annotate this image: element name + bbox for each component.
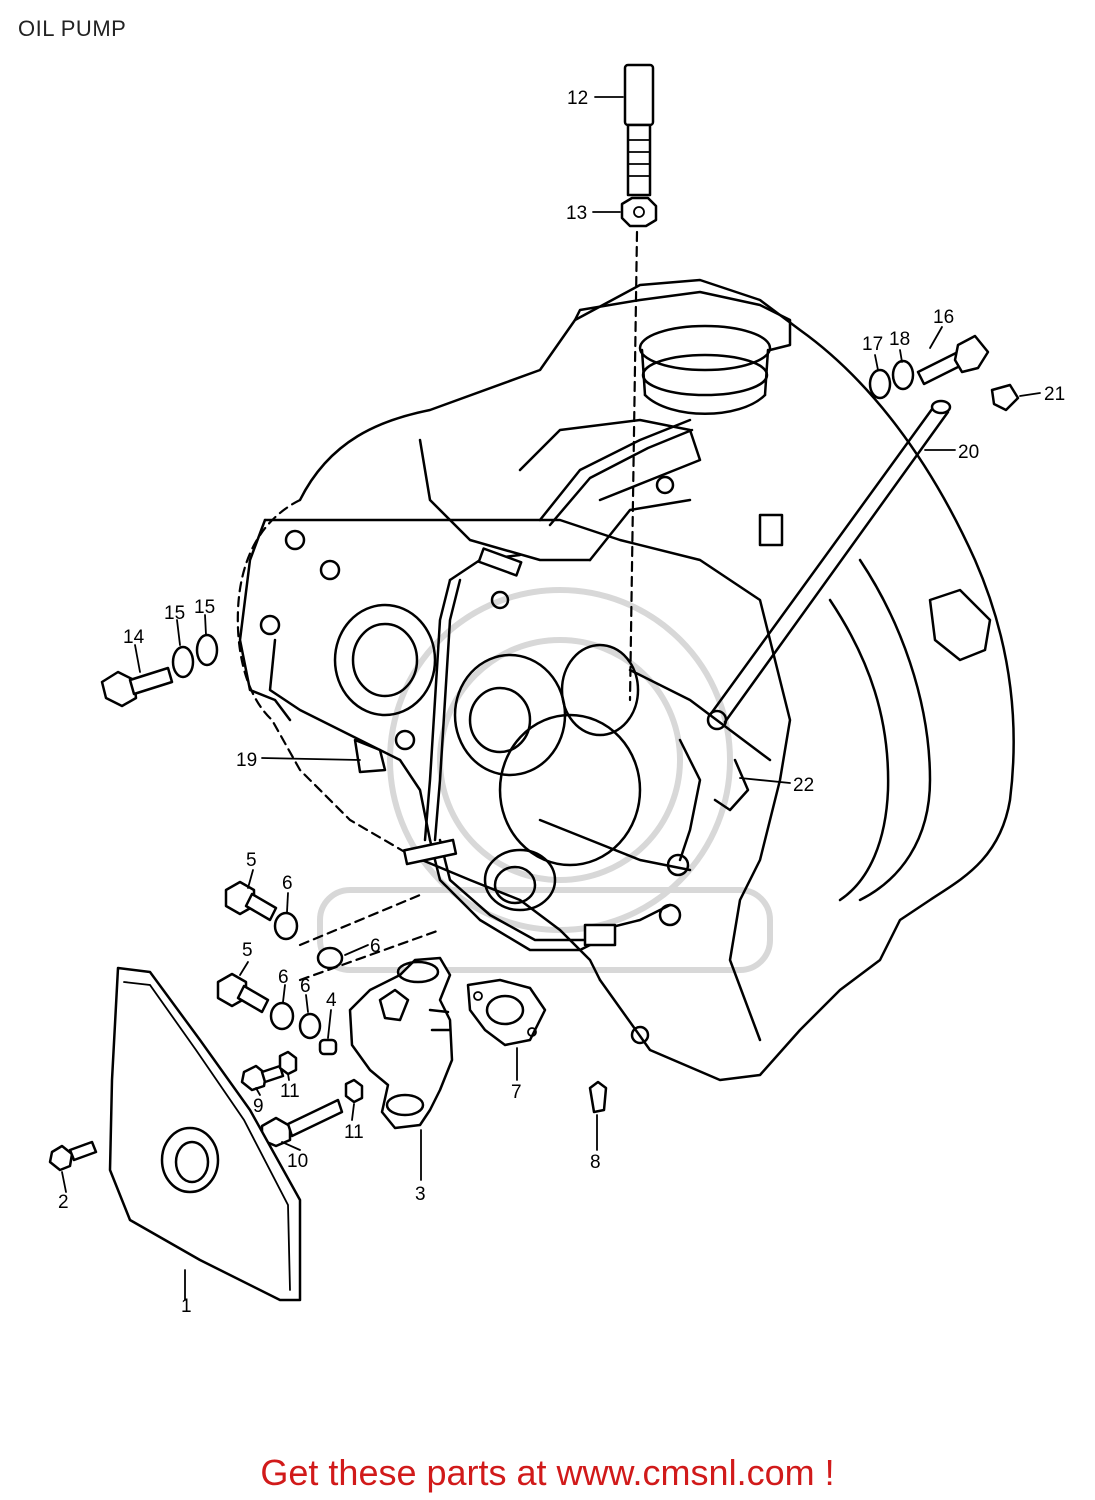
- callout-13: 13: [566, 203, 587, 224]
- fitting-8: [588, 1080, 608, 1114]
- callout-18: 18: [889, 329, 910, 350]
- footer-link[interactable]: Get these parts at www.cmsnl.com !: [260, 1452, 835, 1493]
- callout-12: 12: [567, 88, 588, 109]
- callout-5b: 5: [242, 940, 253, 961]
- washer-6a: [273, 911, 299, 941]
- callout-19: 19: [236, 750, 257, 771]
- bolt-10: [260, 1098, 344, 1148]
- page-title: OIL PUMP: [18, 16, 127, 41]
- callout-17: 17: [862, 334, 883, 355]
- gasket-7: [466, 978, 547, 1047]
- callout-labels: 1 2 3 4 5 5 6 6 6 6 6 7 8 9 10 11 11 12 …: [58, 88, 1065, 1317]
- leader-lines: [61, 96, 1041, 1301]
- nut-13: [620, 196, 658, 228]
- callout-6d: 6: [300, 976, 311, 997]
- callout-3: 3: [415, 1184, 426, 1205]
- crankcase-body: [236, 278, 1015, 1082]
- clip-21: [990, 383, 1020, 412]
- callout-22: 22: [793, 775, 814, 796]
- washer-6d: [298, 1012, 322, 1040]
- callout-5a: 5: [246, 850, 257, 871]
- callout-6c: 6: [278, 967, 289, 988]
- callout-15b: 15: [194, 597, 215, 618]
- callout-2: 2: [58, 1192, 69, 1213]
- screw-2: [48, 1140, 98, 1172]
- callout-6b: 6: [370, 936, 381, 957]
- callout-21: 21: [1044, 384, 1065, 405]
- cover-1: [108, 966, 302, 1302]
- callout-11b: 11: [344, 1122, 364, 1143]
- washer-6c: [269, 1001, 295, 1031]
- callout-16: 16: [933, 307, 954, 328]
- watermark-logo: [317, 587, 773, 973]
- bolt-16: [916, 334, 990, 386]
- callout-10: 10: [287, 1151, 308, 1172]
- washer-17: [868, 368, 892, 400]
- callout-8: 8: [590, 1152, 601, 1173]
- callout-7: 7: [511, 1082, 522, 1103]
- callout-20: 20: [958, 442, 979, 463]
- exploded-parts-diagram: 1 2 3 4 5 5 6 6 6 6 6 7 8 9 10 11 11 12 …: [48, 63, 1065, 1317]
- callout-11a: 11: [280, 1081, 300, 1102]
- bolt-5-lower: [216, 972, 270, 1014]
- washer-6b: [316, 946, 344, 970]
- nut-11a: [278, 1050, 298, 1076]
- nut-11b: [344, 1078, 364, 1104]
- bolt-14: [100, 666, 174, 708]
- stud-12: [623, 63, 655, 197]
- bolt-5-upper: [224, 880, 278, 922]
- callout-9: 9: [253, 1096, 264, 1117]
- screw-9: [240, 1064, 285, 1092]
- callout-15a: 15: [164, 603, 185, 624]
- callout-14: 14: [123, 627, 145, 648]
- callout-4: 4: [326, 990, 337, 1011]
- callout-6a: 6: [282, 873, 293, 894]
- rod-20: [706, 399, 952, 731]
- pin-4: [318, 1038, 338, 1056]
- oil-pump-3: [348, 956, 454, 1130]
- callout-1: 1: [181, 1296, 192, 1317]
- washer-15a: [171, 645, 195, 679]
- washer-15b: [195, 633, 219, 667]
- washer-18: [891, 359, 915, 391]
